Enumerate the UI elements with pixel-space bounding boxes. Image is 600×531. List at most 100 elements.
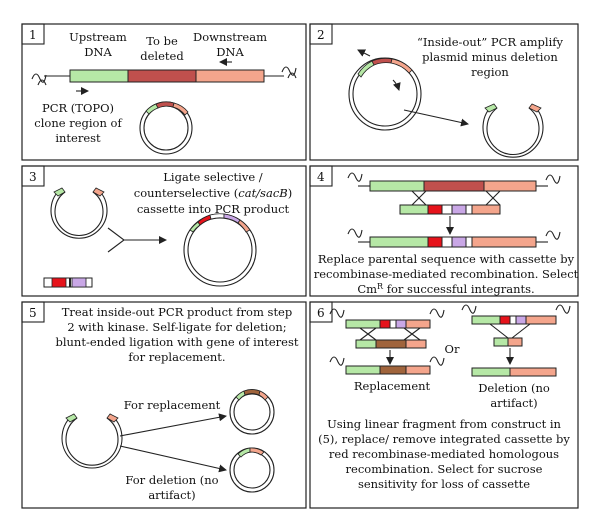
panel-6-text-line4: recombination. Select for sucrose — [346, 462, 543, 476]
p6b-green — [471, 315, 501, 325]
pcr-product-salmon-end — [92, 187, 105, 197]
panel-2-number-box — [309, 23, 333, 45]
linear-product-outer — [482, 103, 544, 158]
p4-bottom-purple — [451, 236, 467, 248]
panel-6-text-line3: red recombinase-mediated homologous — [329, 447, 559, 461]
p6a-purple — [395, 319, 407, 329]
panel-5-number: 5 — [29, 306, 37, 320]
upstream-label-line2: DNA — [84, 45, 112, 59]
panel-6-text-line5: sensitivity for loss of cassette — [358, 477, 530, 491]
panel-2-flow-arrow — [403, 109, 469, 127]
panel-3-number: 3 — [29, 170, 37, 184]
ligation-join-icon — [107, 227, 125, 253]
panel-4-cm-superscript: R — [377, 282, 384, 291]
p6-replacement-label: Replacement — [354, 379, 431, 393]
ligated-salmon — [237, 219, 251, 233]
pcr-label-line3: interest — [55, 131, 101, 145]
panel-5: 5 Treat inside-out PCR product from step… — [21, 301, 307, 509]
panel-3-text-line2-c: ) — [288, 186, 293, 200]
p4-crossover-left-icon — [411, 190, 427, 206]
p5-repl-salmon — [258, 390, 269, 401]
panel-5-text-line3: blunt-ended ligation with gene of intere… — [55, 335, 298, 349]
panel-6-text-line2: (5), replace/ remove integrated cassette… — [318, 432, 570, 446]
panel-3: 3 Ligate selective / counterselective (c… — [21, 165, 307, 297]
panel-2-number: 2 — [317, 28, 325, 42]
p4-break-top-left-icon — [347, 172, 363, 182]
p6-crossover-b-icon — [489, 323, 531, 339]
panel-2-text-line2: plasmid minus deletion — [422, 50, 558, 64]
panel-4-text-line2: recombinase-mediated recombination. Sele… — [314, 267, 579, 281]
panel-3-text-line2-italic: cat/sacB — [238, 186, 287, 200]
p6-break-right-b-icon — [555, 304, 571, 314]
panel-4-number-box — [309, 165, 333, 187]
p5-linear-salmon-end — [106, 413, 119, 423]
p5-del-salmon — [249, 447, 265, 456]
deleted-dna-segment — [127, 69, 197, 83]
p6b-white — [509, 315, 517, 325]
panel-2: 2 “Inside-out” PCR amplify plasmid minus… — [309, 23, 579, 161]
cassette-fragment — [43, 277, 93, 288]
p6a-white — [389, 319, 397, 329]
p4-cassette-salmon — [471, 204, 501, 215]
panel-4-number: 4 — [317, 170, 325, 184]
p4-break-top-right-icon — [545, 174, 561, 184]
chromosome-break-left-icon — [31, 73, 47, 86]
p6a-frag-green — [355, 339, 377, 349]
p6a-green — [345, 319, 381, 329]
p6a-frag-salmon — [405, 339, 427, 349]
downstream-dna-segment — [195, 69, 265, 83]
panel-4-text-line3: CmR for successful integrants. — [357, 282, 534, 297]
source-downstream — [390, 58, 413, 74]
p5-repl-green — [235, 390, 246, 401]
panel-6-frame — [309, 301, 579, 509]
panel-4-text-line1: Replace parental sequence with cassette … — [318, 252, 575, 266]
linear-product-inner — [486, 107, 540, 155]
p6a-frag-brown — [375, 339, 407, 349]
deleted-label-line2: deleted — [140, 49, 184, 63]
linear-product-salmon-end — [528, 103, 542, 113]
p6b-purple — [515, 315, 527, 325]
panel-1-frame — [21, 23, 307, 161]
panel-2-frame — [309, 23, 579, 161]
p5-linear-outer — [61, 413, 123, 469]
pcr-label-line1: PCR (TOPO) — [42, 101, 114, 115]
p5-deletion-plasmid-inner — [233, 451, 271, 489]
panel-5-text-line4: for replacement. — [128, 350, 225, 364]
panel-4: 4 Replace parental sequence with cassett… — [309, 165, 579, 297]
p5-linear-green-end — [65, 413, 78, 423]
panel-2-text-line3: region — [471, 65, 509, 79]
panel-4-frame — [309, 165, 579, 297]
inside-out-primer-left-icon — [357, 49, 371, 57]
p4-crossover-right-icon — [485, 190, 501, 206]
p5-deletion-arrow — [119, 445, 227, 473]
downstream-label-line2: DNA — [216, 45, 244, 59]
panel-3-text-line2: counterselective (cat/sacB) — [134, 186, 292, 200]
p6a-salmon — [405, 319, 431, 329]
panel-6-number-box — [309, 301, 333, 323]
p6a-result-brown — [379, 365, 407, 375]
p6-deletion-label-line2: artifact) — [490, 396, 537, 410]
panel-1: 1 Upstream DNA To be deleted Downstream … — [21, 23, 307, 161]
panel-3-number-box — [21, 165, 45, 187]
p4-cassette-purple — [451, 204, 467, 215]
panel-5-frame — [21, 301, 307, 509]
p5-deletion-label-line2: artifact) — [148, 488, 195, 502]
panel-1-number: 1 — [29, 28, 37, 42]
panel-4-text-line3-rest: for successful integrants. — [383, 282, 535, 296]
panel-6-number: 6 — [317, 306, 325, 320]
p4-top-deleted — [423, 180, 485, 192]
p4-cassette-white2 — [465, 204, 473, 215]
upstream-dna-segment — [69, 69, 129, 83]
p6a-red — [379, 319, 391, 329]
p4-break-bottom-left-icon — [347, 228, 363, 238]
p4-bottom-downstream — [471, 236, 537, 248]
deleted-label-line1: To be — [146, 34, 178, 48]
p5-deletion-label-line1: For deletion (no — [125, 473, 218, 487]
p4-top-downstream — [483, 180, 537, 192]
p5-replacement-arrow — [119, 413, 227, 437]
p6a-result-salmon — [405, 365, 431, 375]
p4-cassette-green — [399, 204, 429, 215]
p6a-result-green — [345, 365, 381, 375]
pcr-product-green-end — [53, 187, 66, 197]
p6b-salmon — [525, 315, 557, 325]
